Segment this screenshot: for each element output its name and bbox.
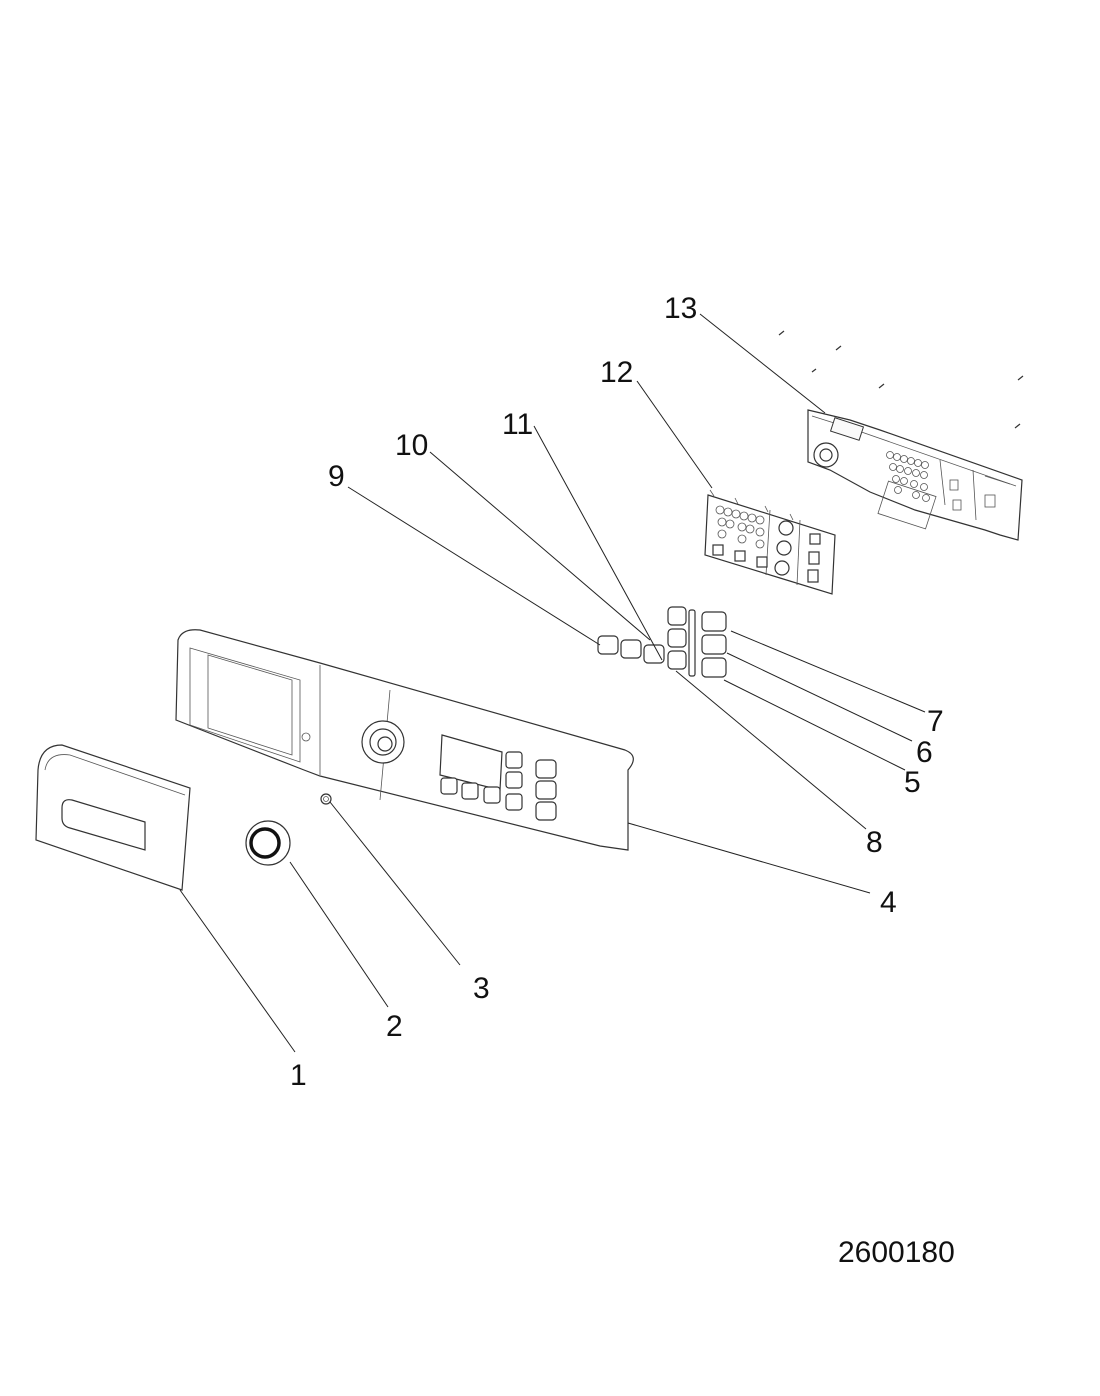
- part-12-light-guide[interactable]: [704, 489, 836, 595]
- callout-7[interactable]: 7: [927, 705, 944, 738]
- callout-8[interactable]: 8: [866, 826, 883, 859]
- button-6[interactable]: [701, 634, 727, 655]
- part-3-lens[interactable]: [320, 793, 332, 805]
- drawing-number: 2600180: [838, 1236, 955, 1269]
- callout-4[interactable]: 4: [880, 886, 897, 919]
- board-13-led-grid: [886, 451, 930, 502]
- part-2-knob[interactable]: [245, 820, 291, 866]
- callout-3[interactable]: 3: [473, 972, 490, 1005]
- callout-5[interactable]: 5: [904, 766, 921, 799]
- leader-lines: [179, 313, 926, 1053]
- light-guide-cells: [712, 505, 821, 583]
- button-10[interactable]: [620, 639, 642, 659]
- button-column-top[interactable]: [667, 606, 687, 626]
- callout-1[interactable]: 1: [290, 1059, 307, 1092]
- callout-2[interactable]: 2: [386, 1010, 403, 1043]
- button-9[interactable]: [597, 635, 619, 655]
- callout-6[interactable]: 6: [916, 736, 933, 769]
- button-8[interactable]: [667, 650, 687, 670]
- push-buttons[interactable]: [597, 606, 727, 678]
- button-column-mid[interactable]: [667, 628, 687, 648]
- button-7[interactable]: [701, 611, 727, 632]
- part-4-control-panel[interactable]: [175, 629, 634, 851]
- callout-13[interactable]: 13: [664, 292, 697, 325]
- mounting-screws: [778, 330, 1024, 429]
- button-5[interactable]: [701, 657, 727, 678]
- button-separator: [688, 609, 696, 677]
- part-1-drawer-handle[interactable]: [35, 744, 191, 891]
- callout-11[interactable]: 11: [502, 408, 533, 441]
- callout-labels: 13 12 11 10 9 7 6 5 8 4 3 2 1: [290, 292, 944, 1092]
- callout-10[interactable]: 10: [395, 429, 428, 462]
- callout-9[interactable]: 9: [328, 460, 345, 493]
- button-11[interactable]: [643, 644, 665, 664]
- part-13-control-board[interactable]: [778, 330, 1024, 541]
- callout-12[interactable]: 12: [600, 356, 633, 389]
